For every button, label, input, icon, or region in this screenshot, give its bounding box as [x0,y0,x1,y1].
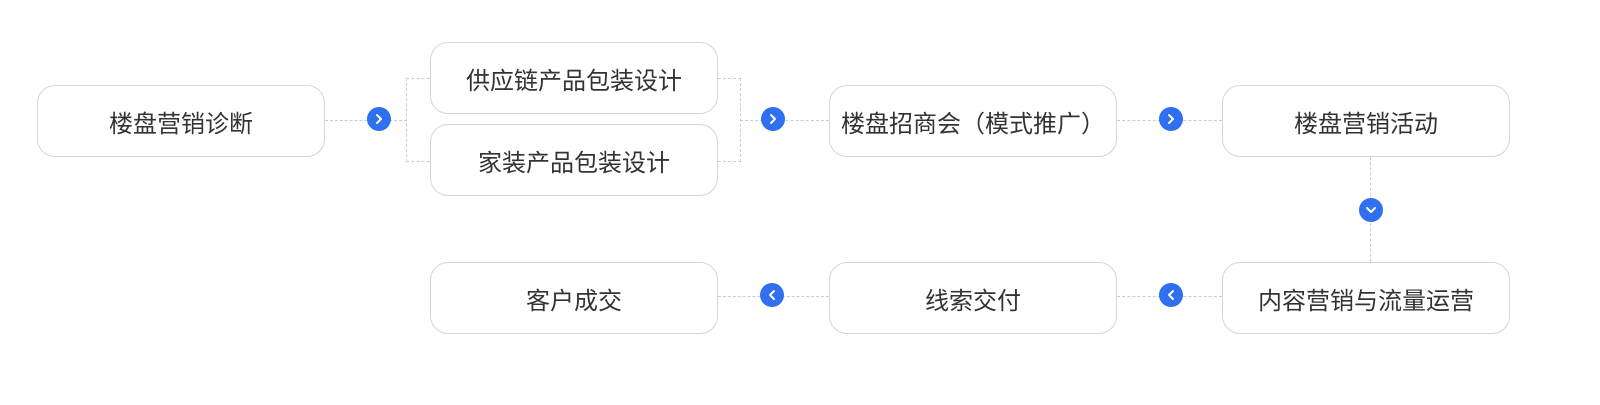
connector-line [406,161,430,162]
connector-line [406,78,407,162]
node-home-decoration-packaging-design: 家装产品包装设计 [430,124,718,196]
node-lead-delivery: 线索交付 [829,262,1117,334]
chevron-right-icon [761,107,785,131]
node-label: 客户成交 [526,286,622,315]
node-label: 楼盘营销活动 [1294,109,1438,138]
chevron-down-icon [1359,198,1383,222]
connector-line [406,78,430,79]
chevron-right-icon [367,107,391,131]
connector-line [718,78,741,79]
node-label: 供应链产品包装设计 [466,66,682,95]
node-label: 家装产品包装设计 [478,148,670,177]
node-property-marketing-activities: 楼盘营销活动 [1222,85,1510,157]
node-label: 楼盘营销诊断 [109,109,253,138]
node-label: 内容营销与流量运营 [1258,286,1474,315]
node-customer-deal: 客户成交 [430,262,718,334]
node-investment-promotion-meeting: 楼盘招商会（模式推广） [829,85,1117,157]
node-property-marketing-diagnosis: 楼盘营销诊断 [37,85,325,157]
chevron-left-icon [760,283,784,307]
chevron-left-icon [1159,283,1183,307]
node-supply-chain-packaging-design: 供应链产品包装设计 [430,42,718,114]
node-label: 楼盘招商会（模式推广） [841,109,1105,138]
node-label: 线索交付 [925,286,1021,315]
connector-line [325,120,407,121]
node-content-marketing-traffic-operation: 内容营销与流量运营 [1222,262,1510,334]
connector-line [718,161,741,162]
chevron-right-icon [1159,107,1183,131]
